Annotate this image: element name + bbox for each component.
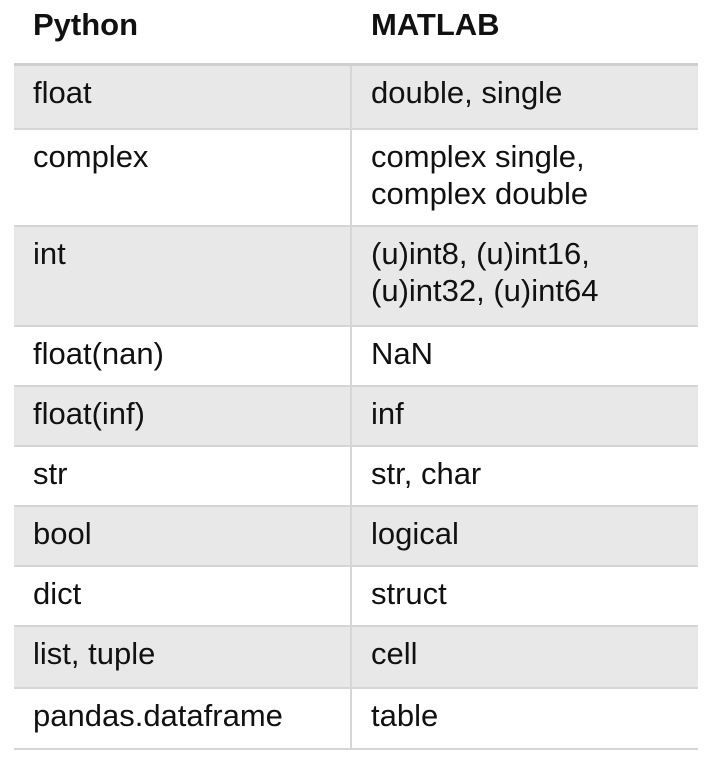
python-type-cell: bool [33, 516, 92, 551]
python-type-cell: dict [33, 576, 82, 611]
matlab-type-cell: table [371, 698, 439, 733]
table-row: int (u)int8, (u)int16, (u)int32, (u)int6… [14, 227, 698, 327]
python-type-cell: float [33, 75, 92, 110]
matlab-type-cell: NaN [371, 336, 434, 371]
table-header: Python MATLAB [0, 0, 712, 60]
matlab-type-cell: inf [371, 396, 404, 431]
matlab-type-cell: complex single, complex double [371, 139, 589, 211]
table-row: float double, single [14, 66, 698, 130]
matlab-type-cell: double, single [371, 75, 563, 110]
header-matlab: MATLAB [371, 7, 500, 42]
python-type-cell: float(nan) [33, 336, 164, 371]
python-type-cell: complex [33, 139, 149, 174]
matlab-type-cell: cell [371, 636, 418, 671]
table-row: list, tuple cell [14, 627, 698, 689]
table-row: pandas.dataframe table [14, 689, 698, 750]
python-type-cell: float(inf) [33, 396, 145, 431]
matlab-type-cell: logical [371, 516, 459, 551]
table-row: dict struct [14, 567, 698, 627]
python-type-cell: str [33, 456, 68, 491]
header-python: Python [33, 7, 139, 42]
table-row: float(nan) NaN [14, 327, 698, 387]
python-type-cell: int [33, 236, 66, 271]
table-row: bool logical [14, 507, 698, 567]
column-divider [350, 66, 352, 750]
matlab-type-cell: str, char [371, 456, 482, 491]
table-row: str str, char [14, 447, 698, 507]
python-type-cell: list, tuple [33, 636, 156, 671]
matlab-type-cell: (u)int8, (u)int16, (u)int32, (u)int64 [371, 236, 599, 308]
type-mapping-table: float double, single complex complex sin… [14, 66, 698, 750]
table-row: float(inf) inf [14, 387, 698, 447]
python-type-cell: pandas.dataframe [33, 698, 283, 733]
header-divider [14, 63, 698, 66]
table-row: complex complex single, complex double [14, 130, 698, 227]
matlab-type-cell: struct [371, 576, 447, 611]
